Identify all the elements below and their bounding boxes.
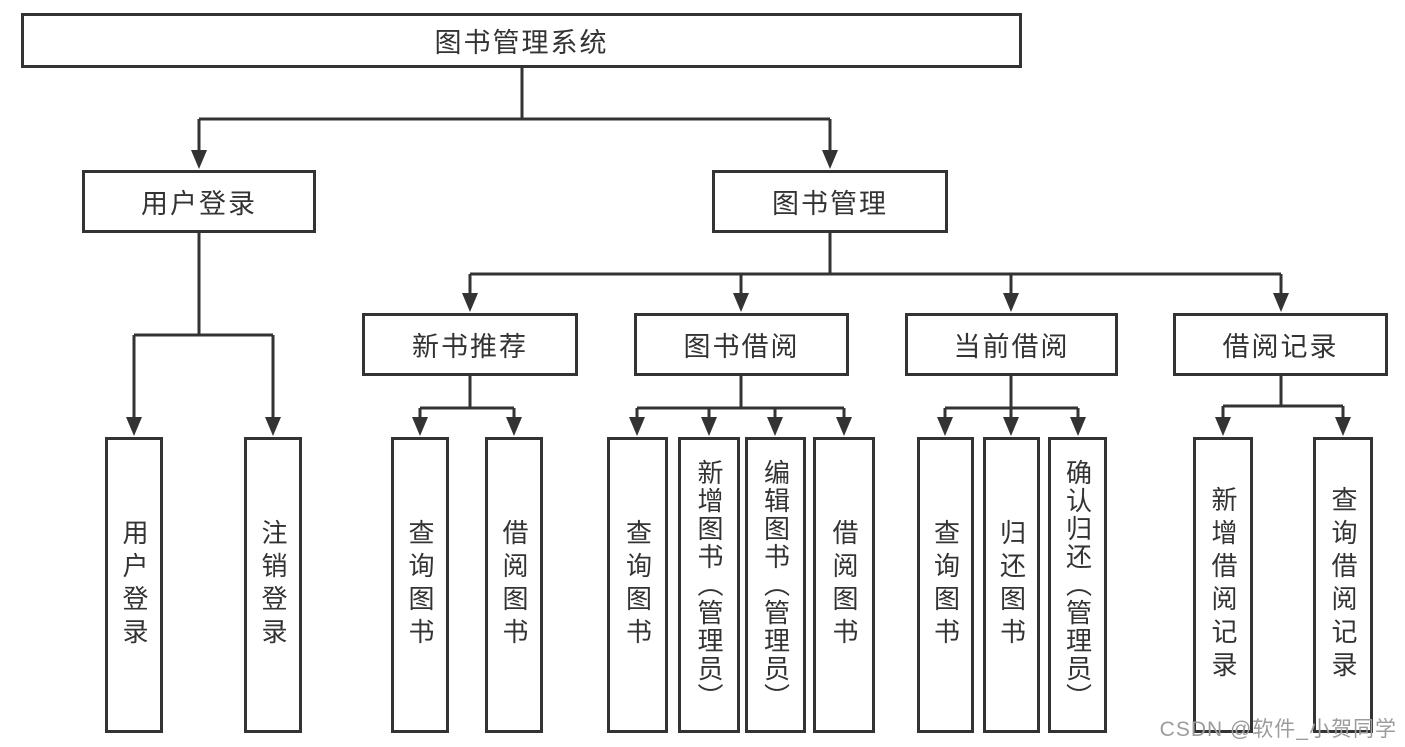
leaf-query-books-current: 查询图书 bbox=[917, 437, 974, 733]
connector-bookmgmt-to-level3 bbox=[468, 233, 1283, 296]
node-book-management: 图书管理 bbox=[712, 170, 948, 233]
leaf-confirm-return-admin: 确认归还（管理员） bbox=[1048, 437, 1107, 733]
node-user-login: 用户登录 bbox=[82, 170, 316, 233]
leaf-return-book-label: 归还图书 bbox=[996, 519, 1027, 651]
leaf-return-book: 归还图书 bbox=[983, 437, 1040, 733]
leaf-logout: 注销登录 bbox=[244, 437, 302, 733]
node-root-label: 图书管理系统 bbox=[434, 28, 609, 58]
leaf-query-books-borrow-label: 查询图书 bbox=[622, 519, 653, 651]
connector-userlogin-to-leaves bbox=[132, 233, 275, 420]
leaf-logout-label: 注销登录 bbox=[258, 519, 288, 651]
leaf-edit-book-admin: 编辑图书（管理员） bbox=[745, 437, 806, 733]
connector-records-to-leaves bbox=[1221, 376, 1345, 420]
node-new-book-recommend: 新书推荐 bbox=[362, 313, 578, 376]
node-book-borrow-label: 图书借阅 bbox=[683, 332, 800, 362]
connector-root-to-level2 bbox=[197, 68, 832, 153]
leaf-confirm-return-admin-label: 确认归还（管理员） bbox=[1062, 459, 1093, 711]
leaf-borrow-books: 借阅图书 bbox=[813, 437, 875, 733]
leaf-add-borrow-record-label: 新增借阅记录 bbox=[1208, 486, 1238, 684]
node-current-borrow-label: 当前借阅 bbox=[953, 332, 1070, 362]
leaf-query-books-borrow: 查询图书 bbox=[607, 437, 668, 733]
arrowheads bbox=[126, 150, 1351, 436]
csdn-watermark: CSDN @软件_小贺同学 bbox=[1159, 718, 1397, 741]
leaf-query-books-recommend: 查询图书 bbox=[391, 437, 449, 733]
leaf-add-book-admin: 新增图书（管理员） bbox=[678, 437, 740, 733]
leaf-query-borrow-record-label: 查询借阅记录 bbox=[1328, 486, 1358, 684]
node-book-management-label: 图书管理 bbox=[772, 189, 888, 219]
leaf-borrow-books-recommend: 借阅图书 bbox=[485, 437, 543, 733]
leaf-borrow-books-recommend-label: 借阅图书 bbox=[499, 519, 529, 651]
leaf-query-borrow-record: 查询借阅记录 bbox=[1313, 437, 1373, 733]
node-current-borrow: 当前借阅 bbox=[905, 313, 1118, 376]
node-book-borrow: 图书借阅 bbox=[634, 313, 849, 376]
leaf-user-login-label: 用户登录 bbox=[119, 519, 149, 651]
node-borrow-records-label: 借阅记录 bbox=[1222, 332, 1339, 362]
leaf-add-book-admin-label: 新增图书（管理员） bbox=[694, 459, 724, 711]
node-borrow-records: 借阅记录 bbox=[1173, 313, 1388, 376]
connector-borrow-to-leaves bbox=[635, 376, 846, 420]
connector-current-to-leaves bbox=[943, 376, 1080, 420]
leaf-user-login: 用户登录 bbox=[105, 437, 163, 733]
leaf-edit-book-admin-label: 编辑图书（管理员） bbox=[760, 459, 791, 711]
node-root: 图书管理系统 bbox=[21, 13, 1022, 68]
leaf-borrow-books-label: 借阅图书 bbox=[829, 519, 859, 651]
connector-recommend-to-leaves bbox=[418, 376, 516, 420]
leaf-query-books-recommend-label: 查询图书 bbox=[405, 519, 435, 651]
node-user-login-label: 用户登录 bbox=[141, 189, 257, 219]
leaf-query-books-current-label: 查询图书 bbox=[930, 519, 961, 651]
node-new-book-recommend-label: 新书推荐 bbox=[412, 332, 528, 362]
leaf-add-borrow-record: 新增借阅记录 bbox=[1193, 437, 1253, 733]
